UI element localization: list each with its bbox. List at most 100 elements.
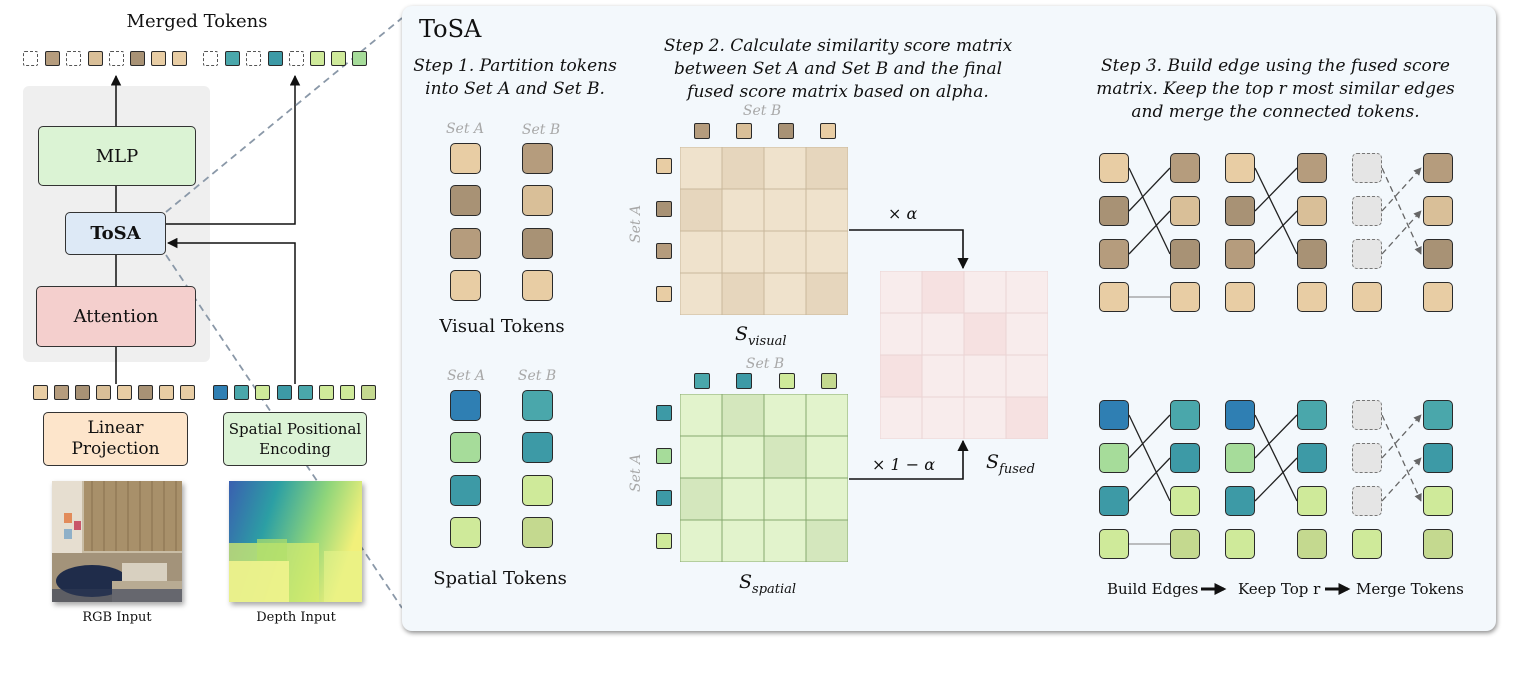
edge-line — [1254, 414, 1298, 459]
merged-token — [203, 51, 218, 66]
step3-visual-token — [1352, 153, 1382, 183]
matrix-cell — [721, 519, 765, 562]
matrix-cell — [680, 188, 723, 232]
keep-top-r-label: Keep Top r — [1238, 580, 1321, 598]
matrix-cell — [721, 147, 765, 190]
spatial-set-a-token — [450, 475, 481, 506]
input-token — [75, 385, 90, 400]
step3-spatial-token — [1099, 529, 1129, 559]
step3-visual-token — [1297, 282, 1327, 312]
edge-line — [1381, 457, 1422, 502]
step3-visual-token — [1297, 196, 1327, 226]
step3-visual-token — [1352, 239, 1382, 269]
matrix-cell — [680, 435, 723, 479]
matrix-cell — [763, 147, 807, 190]
merged-token — [172, 51, 187, 66]
spatial-header-set-b-token — [694, 373, 710, 389]
step3-visual-token — [1099, 239, 1129, 269]
spatial-set-b-token — [522, 432, 553, 463]
edge-line — [1381, 167, 1422, 212]
step3-spatial-token — [1297, 400, 1327, 430]
merged-token — [88, 51, 103, 66]
merged-token — [23, 51, 38, 66]
step3-spatial-token — [1170, 400, 1200, 430]
visual-header-set-b-token — [778, 123, 794, 139]
visual-set-b-token — [522, 270, 553, 301]
step1-text: Step 1. Partition tokens into Set A and … — [413, 56, 617, 99]
s-visual-label: Svisual — [735, 323, 787, 349]
merged-token — [352, 51, 367, 66]
step3-visual-token — [1099, 196, 1129, 226]
visual-score-matrix — [680, 147, 848, 315]
visual-set-b-token — [522, 228, 553, 259]
matrix-cell — [805, 519, 848, 562]
input-token — [340, 385, 355, 400]
matrix-cell — [721, 477, 765, 521]
merge-tokens-label: Merge Tokens — [1356, 580, 1464, 598]
edge-line — [1381, 414, 1422, 502]
matrix-cell — [805, 147, 848, 190]
input-token — [255, 385, 270, 400]
matrix-cell — [1005, 396, 1048, 439]
matrix-cell — [763, 188, 807, 232]
merged-token — [268, 51, 283, 66]
matrix-cell — [721, 272, 765, 315]
step1-set-a-label-2: Set A — [446, 368, 486, 384]
visual-tokens-label: Visual Tokens — [439, 316, 565, 337]
s-visual-sub: visual — [748, 333, 787, 349]
spe-label: Spatial Positional Encoding — [228, 420, 362, 458]
input-token — [180, 385, 195, 400]
merged-token — [246, 51, 261, 66]
edge-line — [1381, 167, 1422, 255]
step2-spatial-set-b-label: Set B — [745, 356, 785, 372]
matrix-cell — [721, 435, 765, 479]
edge-line — [1254, 414, 1298, 502]
panel-title: ToSA — [419, 15, 482, 43]
step3-visual-token — [1099, 153, 1129, 183]
matrix-cell — [721, 394, 765, 437]
fused-score-matrix — [880, 271, 1048, 439]
input-token — [213, 385, 228, 400]
matrix-cell — [680, 477, 723, 521]
edge-line — [1128, 167, 1171, 212]
edge-line — [1381, 210, 1422, 255]
matrix-cell — [763, 272, 807, 315]
spatial-score-matrix — [680, 394, 848, 562]
matrix-cell — [1005, 354, 1048, 398]
step1-set-b-label: Set B — [521, 122, 561, 138]
visual-header-set-b-token — [820, 123, 836, 139]
visual-set-b-token — [522, 185, 553, 216]
step3-spatial-token — [1225, 486, 1255, 516]
spatial-set-a-token — [450, 390, 481, 421]
step3-visual-token — [1352, 196, 1382, 226]
input-token — [33, 385, 48, 400]
mlp-box: MLP — [38, 126, 196, 186]
step3-spatial-token — [1352, 486, 1382, 516]
s-fused-sub: fused — [999, 461, 1035, 477]
visual-header-set-a-token — [656, 286, 672, 302]
visual-header-set-a-token — [656, 201, 672, 217]
step3-visual-token — [1170, 239, 1200, 269]
depth-input-image — [229, 481, 362, 602]
step3-visual-token — [1423, 196, 1453, 226]
step3-spatial-token — [1423, 486, 1453, 516]
step3-spatial-token — [1225, 400, 1255, 430]
matrix-cell — [921, 396, 965, 439]
edge-line — [1128, 210, 1171, 255]
depth-input-label: Depth Input — [256, 610, 336, 625]
linear-projection-label: Linear Projection — [71, 418, 160, 459]
spatial-set-b-token — [522, 517, 553, 548]
rgb-input-image — [52, 481, 182, 602]
s-spatial-label: Sspatial — [739, 571, 797, 597]
visual-header-set-a-token — [656, 243, 672, 259]
step3-visual-token — [1423, 239, 1453, 269]
merged-token — [130, 51, 145, 66]
matrix-cell — [880, 271, 923, 314]
attention-label: Attention — [73, 306, 159, 327]
visual-header-set-a-token — [656, 158, 672, 174]
input-token — [96, 385, 111, 400]
